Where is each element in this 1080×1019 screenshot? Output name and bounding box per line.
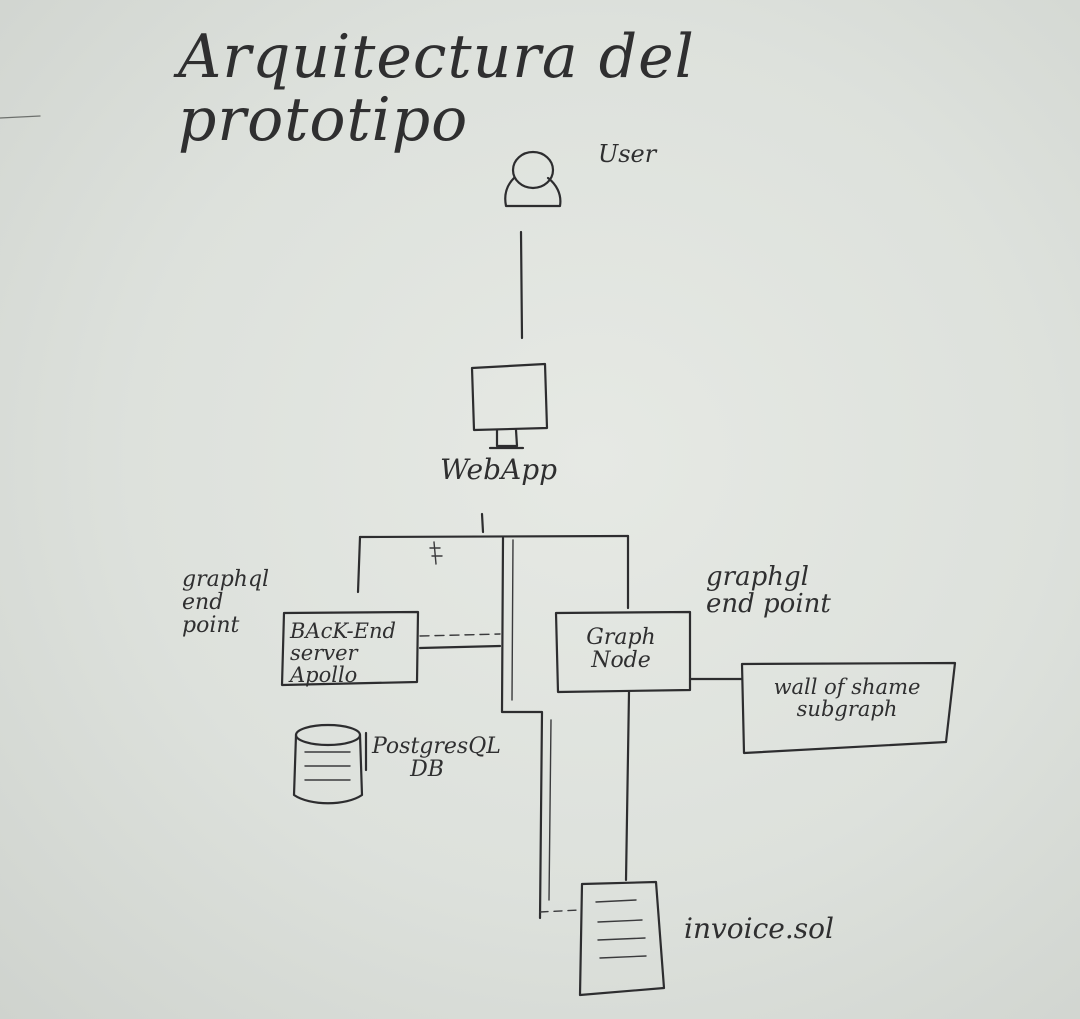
graph-node-box-frame [554,610,692,694]
webapp-label: WebApp [440,453,558,486]
connector-webapp-bus [356,512,630,920]
user-label: User [598,140,657,168]
invoice-label: invoice.sol [684,912,834,945]
document-icon [539,880,666,997]
user-icon [504,150,562,208]
database-icon [292,723,368,805]
monitor-icon [470,362,549,450]
postgres-label: PostgresQL DB [372,734,501,783]
diagram-title: Arquitectura del prototipo [178,22,695,155]
connector-user-webapp [519,230,524,340]
connector-backend-bus [419,633,501,637]
connector-graphnode-invoice [624,690,631,882]
paper-edge [0,115,41,119]
right-endpoint-label: graphgl end point [706,562,831,620]
connector-backend-bus-line [418,644,502,650]
backend-label: BAcK-End server Apollo [290,619,396,688]
left-endpoint-label: graphql end point [182,567,270,639]
graph-node-label: Graph Node [586,625,656,674]
subgraph-label: wall of shame subgraph [773,675,921,722]
backend-box-frame [280,610,420,687]
subgraph-box-frame [740,661,957,755]
